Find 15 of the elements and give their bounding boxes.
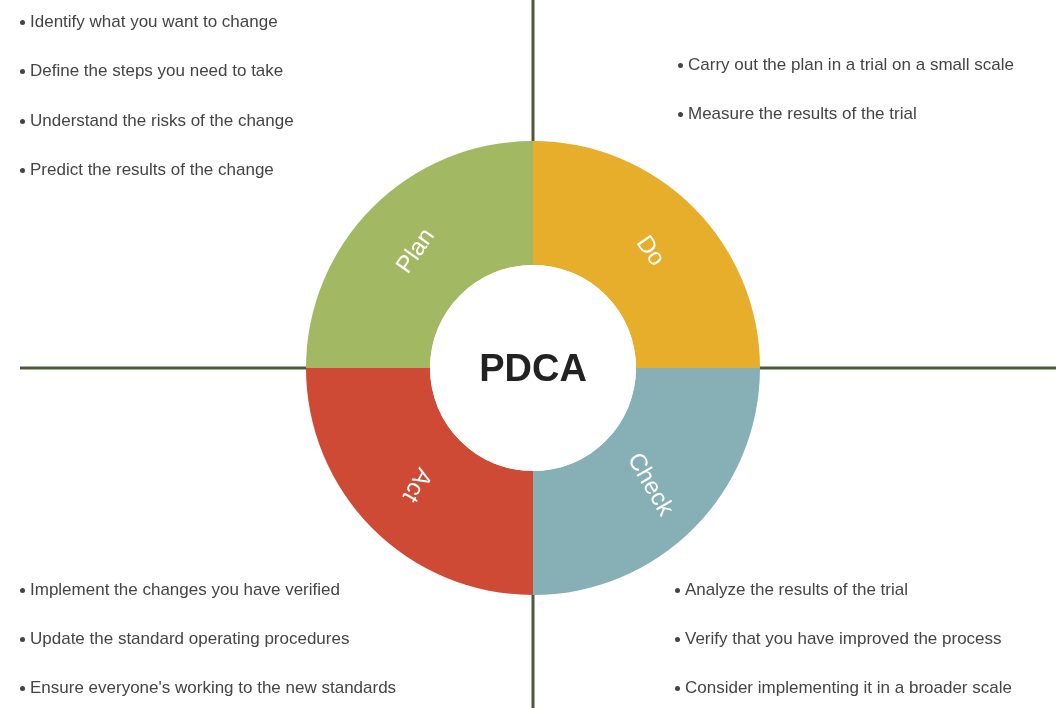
bullet-text: Identify what you want to change <box>20 12 278 32</box>
segment-label: Act <box>397 464 439 508</box>
center-title: PDCA <box>479 346 587 390</box>
bullet-text: Understand the risks of the change <box>20 111 294 131</box>
bullet-text: Verify that you have improved the process <box>675 629 1002 649</box>
bullet-text: Consider implementing it in a broader scale <box>675 678 1012 698</box>
bullet-text: Ensure everyone's working to the new standards <box>20 678 397 698</box>
bullet-text: Define the steps you need to take <box>20 61 284 81</box>
segment-label: Do <box>631 229 672 271</box>
bullet-text: Measure the results of the trial <box>678 104 917 124</box>
bullet-text: Update the standard operating procedures <box>20 629 350 649</box>
bullet-text: Predict the results of the change <box>20 160 274 180</box>
bullet-text: Carry out the plan in a trial on a small scale <box>678 55 1014 75</box>
bullet-text: Implement the changes you have verified <box>20 580 340 600</box>
bullet-text: Analyze the results of the trial <box>675 580 908 600</box>
